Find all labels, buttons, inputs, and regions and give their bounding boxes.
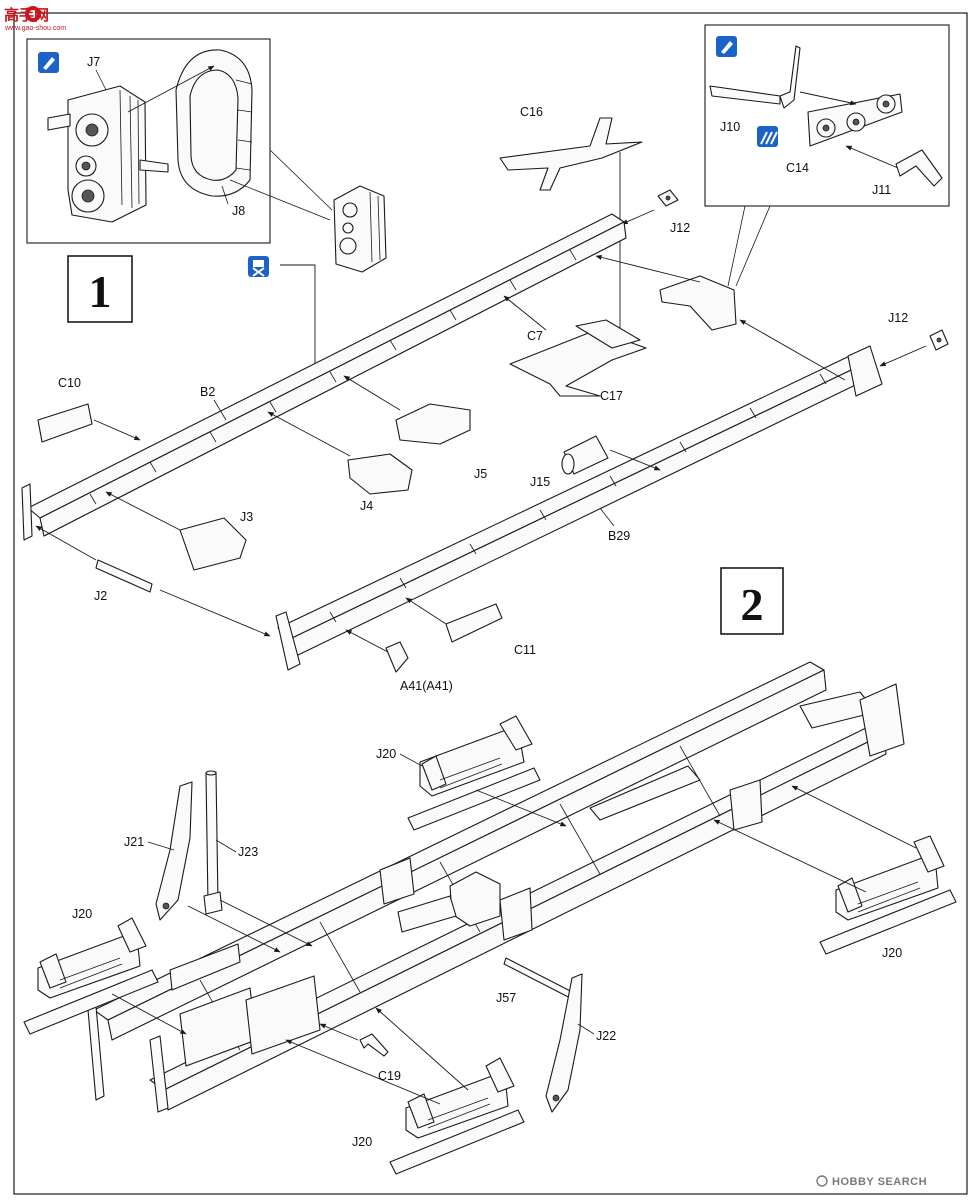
bracket-part-j10 (709, 45, 801, 109)
lamp-bar-part-c14 (807, 93, 903, 147)
label-j22: J22 (596, 1029, 616, 1043)
label-j12-top: J12 (670, 221, 690, 235)
label-c10: C10 (58, 376, 81, 390)
watermark: HOBBY SEARCH (816, 1175, 927, 1188)
bracket-part-j3 (179, 517, 247, 571)
remove-part-icon (248, 256, 269, 277)
site-logo-text: 高手网 (4, 6, 49, 24)
label-c19: C19 (378, 1069, 401, 1083)
hitch-bracket (659, 275, 737, 331)
crossmember-part-c7-c17 (509, 319, 647, 397)
step-number-1: 1 (89, 266, 112, 317)
glue-icon (716, 36, 737, 57)
label-j21: J21 (124, 835, 144, 849)
label-c14: C14 (786, 161, 809, 175)
leaf-spring-j20-left (23, 917, 159, 1035)
gearbox-assembled (333, 185, 387, 273)
label-j10: J10 (720, 120, 740, 134)
site-logo-url: www.gao-shou.com (4, 25, 66, 32)
step-1: J7 J8 1 (21, 24, 950, 693)
plate-part-c11 (445, 603, 503, 643)
label-j5: J5 (474, 467, 487, 481)
label-j11: J11 (872, 183, 891, 197)
glue-icon (38, 52, 59, 73)
label-c17: C17 (600, 389, 623, 403)
knob-part-j12-top (657, 189, 679, 207)
lever-part-j21 (155, 781, 193, 921)
frame-end-bottom (275, 611, 301, 671)
frame-rail-b2 (27, 213, 627, 537)
label-j2: J2 (94, 589, 107, 603)
rod-part-j2 (95, 559, 153, 593)
label-c7: C7 (527, 329, 543, 343)
label-j3: J3 (240, 510, 253, 524)
rear-bracket (847, 345, 883, 397)
label-j15: J15 (530, 475, 550, 489)
crossmember-part-c16 (499, 117, 643, 191)
label-a41: A41(A41) (400, 679, 453, 693)
label-c11: C11 (514, 643, 536, 657)
label-j20-top: J20 (376, 747, 396, 761)
handle-part-j11 (895, 149, 943, 187)
step-number-2: 2 (741, 579, 764, 630)
paint-icon (757, 126, 778, 147)
label-j4: J4 (360, 499, 373, 513)
label-j57: J57 (496, 991, 516, 1005)
leaf-spring-j20-top (407, 715, 541, 831)
label-j20-right: J20 (882, 946, 902, 960)
step-number-box-1 (67, 255, 133, 323)
plate-part-c10 (37, 403, 93, 443)
step-2: J20 J21 J23 J20 (23, 661, 957, 1175)
bracket-part-a41 (385, 641, 409, 673)
leaf-spring-j20-bottom (389, 1057, 525, 1175)
gearbox-cover-j8 (175, 49, 253, 197)
pin-part-c19 (359, 1033, 389, 1057)
leaf-spring-j20-right (819, 835, 957, 955)
label-j8: J8 (232, 204, 245, 218)
step-number-box-2 (720, 567, 784, 635)
frame-assembled (87, 661, 905, 1113)
post-part-j23 (203, 770, 223, 915)
crossmember-part-j5 (395, 403, 471, 445)
label-b29: B29 (608, 529, 630, 543)
label-j7: J7 (87, 55, 100, 69)
watermark-text: HOBBY SEARCH (832, 1176, 927, 1188)
frame-end-left (21, 483, 33, 541)
page-frame (13, 12, 968, 1195)
label-b2: B2 (200, 385, 215, 399)
crossmember-part-j4 (347, 453, 413, 495)
label-j12-right: J12 (888, 311, 908, 325)
label-j20-left: J20 (72, 907, 92, 921)
label-c16: C16 (520, 105, 543, 119)
label-j20-bottom: J20 (352, 1135, 372, 1149)
gearbox-part-j7 (47, 85, 169, 223)
site-logo: 高手网 www.gao-shou.com (4, 6, 66, 32)
tank-part-j15 (561, 435, 609, 475)
label-j23: J23 (238, 845, 258, 859)
knob-part-j12-right (929, 329, 949, 351)
lever-part-j22 (545, 973, 583, 1113)
